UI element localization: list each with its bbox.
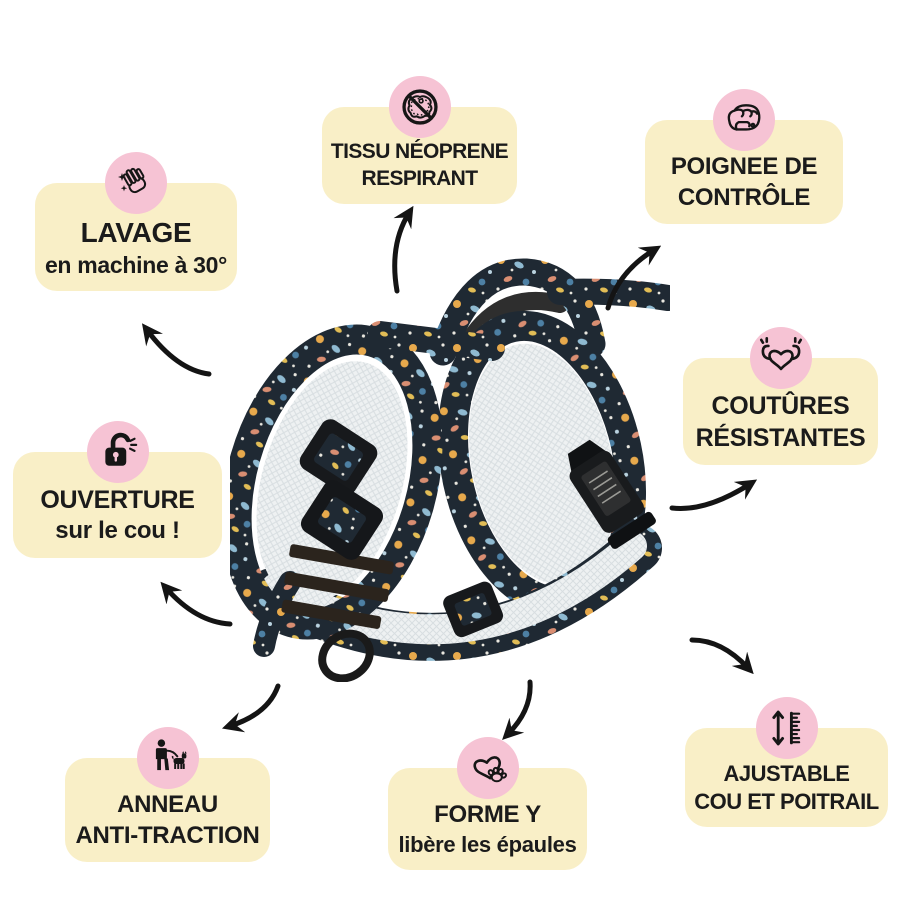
harness-adjuster [443,581,504,638]
feature-title: LAVAGE [80,217,192,248]
feature-icon-circle [749,327,812,389]
feature-title: POIGNEE DE [670,153,818,180]
harness-top-strap [367,321,505,361]
feature-icon-circle [456,737,519,799]
feature-subtitle: CONTRÔLE [677,183,811,211]
feature-title: COUTÛRES [711,392,850,420]
no-leather-icon [401,89,438,125]
feature-icon-circle [86,421,149,483]
heart-paw-icon [472,756,507,783]
arrow-to-coutures [669,479,758,511]
feature-subtitle: ANTI-TRACTION [75,821,260,849]
feature-coutures: COUTÛRES RÉSISTANTES [683,327,878,465]
sparkling-hand-icon [118,167,147,194]
ruler-arrows-icon [771,710,800,746]
feature-anneau: ANNEAU ANTI-TRACTION [65,727,270,863]
feature-subtitle: COU ET POITRAIL [694,789,879,815]
dog-walker-icon [155,739,187,771]
strong-heart-icon [759,336,802,371]
feature-forme: FORME Y libère les épaules [388,737,587,870]
feature-box: POIGNEE DE CONTRÔLE [645,120,843,225]
feature-icon-circle [136,727,199,789]
harness-back-strap [547,278,670,311]
arrow-to-tissu [392,205,414,294]
feature-subtitle: libère les épaules [398,831,577,857]
feature-icon-circle [755,697,818,759]
arrow-to-anneau [221,683,281,733]
feature-title: FORME Y [434,801,541,828]
arrow-to-ajustable [689,637,754,675]
arrow-to-forme [502,679,533,740]
harness-clip-buckle [567,439,656,549]
open-padlock-icon [104,432,137,466]
harness-side-strap [253,571,301,657]
feature-icon-circle [713,89,775,151]
feature-ajustable: AJUSTABLE COU ET POITRAIL [685,697,888,828]
feature-tissu: TISSU NÉOPRENE RESPIRANT [322,76,517,204]
feature-title: ANNEAU [117,791,218,818]
harness-buckle-bottom [300,480,384,560]
arrow-to-ouverture [160,581,233,627]
feature-lavage: LAVAGE en machine à 30° [35,152,237,292]
arrow-to-lavage [141,323,212,377]
feature-subtitle: RÉSISTANTES [695,424,866,452]
feature-icon-circle [105,152,167,214]
harness-photo [230,258,670,682]
feature-title: OUVERTURE [40,486,195,514]
harness-webbing [281,544,394,629]
feature-subtitle: RESPIRANT [361,166,479,190]
harness-buckle-top [299,419,378,496]
feature-title: TISSU NÉOPRENE [330,140,509,163]
harness-girth-mesh [468,343,616,585]
feature-subtitle: en machine à 30° [44,251,228,278]
feature-icon-circle [388,76,451,138]
arrow-to-poignee [605,245,662,311]
feature-poignee: POIGNEE DE CONTRÔLE [645,89,843,225]
feature-subtitle: sur le cou ! [55,517,180,544]
feature-title: AJUSTABLE [723,761,850,786]
harness-d-ring [318,629,374,682]
feature-ouverture: OUVERTURE sur le cou ! [13,421,222,558]
harness-handle [429,258,606,366]
fist-icon [727,104,761,131]
